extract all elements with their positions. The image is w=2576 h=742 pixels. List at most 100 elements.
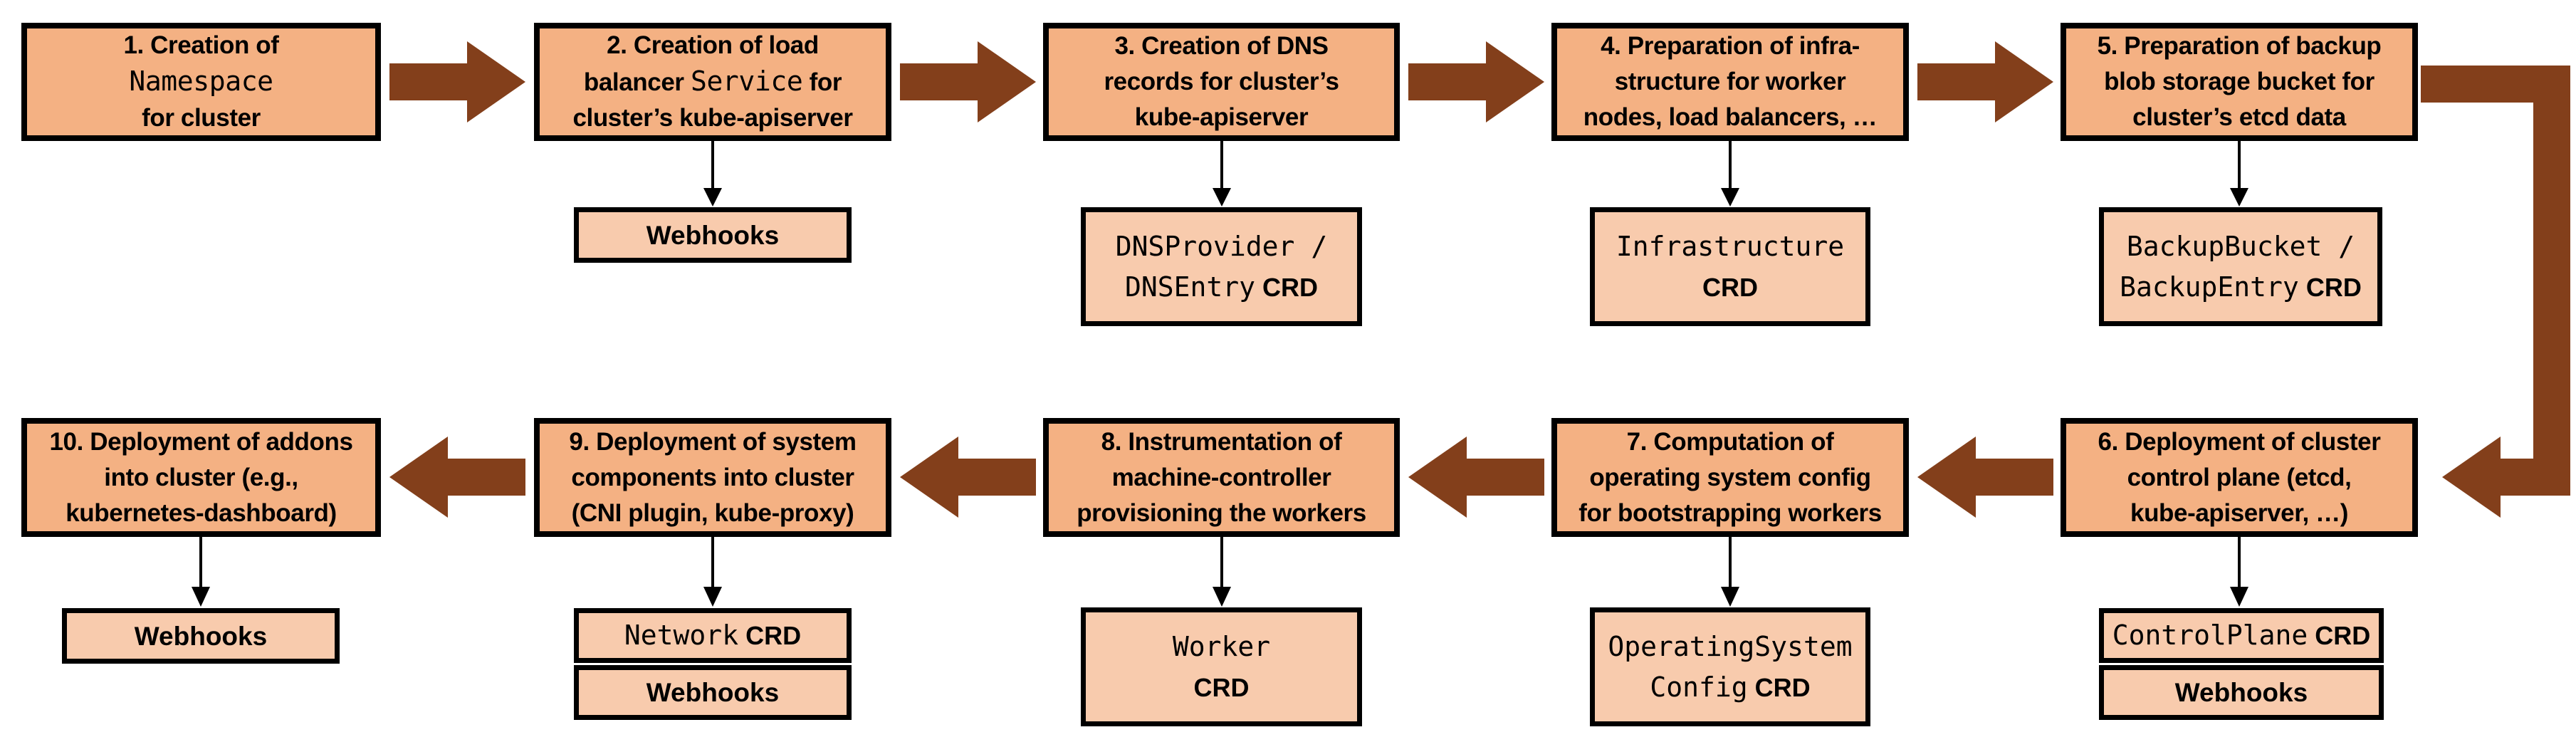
- label-text: 3. Creation of DNS: [1114, 32, 1329, 60]
- text-line: for cluster: [142, 100, 261, 136]
- label-text: for cluster: [142, 104, 261, 132]
- label-text: nodes, load balancers, …: [1583, 103, 1878, 131]
- text-line: for bootstrapping workers: [1578, 496, 1882, 531]
- text-line: machine-controller: [1112, 460, 1331, 496]
- text-line: 1. Creation of: [123, 28, 278, 63]
- label-text: control plane (etcd,: [2127, 463, 2352, 491]
- label-text: structure for worker: [1614, 68, 1846, 95]
- label-text: balancer: [583, 68, 691, 96]
- code-text: ControlPlane: [2112, 620, 2308, 651]
- label-text: records for cluster’s: [1104, 68, 1339, 95]
- label-text: 4. Preparation of infra-: [1601, 32, 1860, 60]
- text-line: kubernetes-dashboard): [66, 496, 337, 531]
- connector-step8-crd-head: [1213, 587, 1231, 607]
- step-5-box: 5. Preparation of backup blob storage buc…: [2061, 23, 2418, 141]
- flow-arrow-step4-step5: [1917, 41, 2053, 122]
- text-line: Webhooks: [135, 616, 267, 657]
- text-line: provisioning the workers: [1077, 496, 1366, 531]
- text-line: 4. Preparation of infra-: [1601, 28, 1860, 64]
- text-line: balancer Service for: [584, 63, 842, 100]
- code-text: Namespace: [129, 66, 273, 97]
- step-3-box: 3. Creation of DNS records for cluster’s k…: [1043, 23, 1400, 141]
- step-2-webhooks-box: Webhooks: [574, 207, 852, 263]
- text-line: CRD: [1194, 667, 1250, 708]
- label-text: blob storage bucket for: [2104, 68, 2375, 95]
- flow-arrow-step8-step9: [900, 437, 1036, 518]
- label-text: 2. Creation of load: [607, 31, 819, 59]
- label-text: into cluster (e.g.,: [104, 463, 298, 491]
- step-9-webhooks-box: Webhooks: [574, 665, 852, 720]
- step-5-crd-box: BackupBucket / BackupEntry CRD: [2099, 207, 2382, 326]
- code-text: Infrastructure: [1616, 230, 1845, 262]
- code-text: Config: [1650, 671, 1748, 703]
- label-text: cluster’s kube-apiserver: [572, 104, 853, 132]
- text-line: operating system config: [1589, 460, 1871, 496]
- connector-step4-crd-head: [1721, 188, 1739, 207]
- connector-step3-crd-head: [1213, 188, 1231, 207]
- step-4-box: 4. Preparation of infra-structure for wo…: [1551, 23, 1909, 141]
- label-text: 6. Deployment of cluster: [2098, 427, 2381, 456]
- code-text: DNSEntry: [1124, 271, 1256, 303]
- label-text: for bootstrapping workers: [1578, 498, 1882, 527]
- flow-arrow-step1-step2: [389, 41, 525, 122]
- crd-label: CRD: [2298, 272, 2362, 302]
- connector-step10-webhooks-head: [192, 587, 210, 607]
- label-text: operating system config: [1589, 463, 1871, 491]
- text-line: 6. Deployment of cluster: [2098, 424, 2381, 460]
- label-text: kube-apiserver: [1134, 103, 1309, 131]
- text-line: Infrastructure: [1616, 226, 1844, 267]
- connector-step5-crd-head: [2230, 188, 2248, 207]
- label-text: 8. Instrumentation of: [1101, 427, 1342, 456]
- text-line: cluster’s kube-apiserver: [572, 100, 853, 136]
- crd-label: CRD: [1255, 272, 1319, 302]
- flow-arrow-step5-step6-head: [2442, 437, 2501, 518]
- text-line: into cluster (e.g.,: [104, 460, 298, 496]
- connector-step7-crd-head: [1721, 587, 1739, 607]
- flow-arrow-step6-step7: [1917, 437, 2053, 518]
- code-text: BackupEntry: [2120, 271, 2299, 303]
- step-9-box: 9. Deployment of system components into c…: [534, 418, 891, 537]
- code-text: OperatingSystem: [1608, 630, 1853, 662]
- text-line: control plane (etcd,: [2127, 460, 2352, 496]
- flow-arrow-step9-step10: [389, 437, 525, 518]
- text-line: 5. Preparation of backup: [2098, 28, 2382, 64]
- text-line: kube-apiserver, …): [2130, 496, 2348, 531]
- step-3-crd-box: DNSProvider / DNSEntry CRD: [1081, 207, 1362, 326]
- code-text: Service: [690, 66, 803, 97]
- text-line: DNSProvider /: [1116, 226, 1327, 267]
- code-text: BackupBucket /: [2126, 230, 2355, 262]
- crd-label: CRD: [1747, 672, 1811, 702]
- text-line: 9. Deployment of system: [569, 424, 857, 460]
- text-line: blob storage bucket for: [2104, 64, 2375, 100]
- step-9-crd-box: Network CRD: [574, 608, 852, 663]
- text-line: 2. Creation of load: [607, 28, 819, 63]
- label-text: kubernetes-dashboard): [66, 498, 337, 527]
- crd-label: CRD: [2308, 621, 2371, 650]
- step-6-crd-box: ControlPlane CRD: [2099, 608, 2384, 663]
- label-text: Webhooks: [134, 621, 268, 651]
- code-text: Worker: [1172, 630, 1271, 662]
- text-line: (CNI plugin, kube-proxy): [572, 496, 854, 531]
- label-text: Webhooks: [646, 220, 780, 250]
- step-10-box: 10. Deployment of addons into cluster (e.…: [21, 418, 381, 537]
- label-text: components into cluster: [571, 463, 854, 491]
- code-text: DNSProvider /: [1115, 230, 1328, 262]
- text-line: BackupEntry CRD: [2120, 267, 2362, 308]
- text-line: Network CRD: [624, 615, 801, 656]
- text-line: DNSEntry CRD: [1125, 267, 1318, 308]
- connector-step2-webhooks-head: [703, 188, 722, 207]
- label-text: machine-controller: [1111, 463, 1331, 491]
- crd-label: CRD: [1193, 672, 1250, 702]
- label-text: 10. Deployment of addons: [49, 427, 353, 456]
- label-text: 9. Deployment of system: [569, 427, 857, 456]
- label-text: cluster’s etcd data: [2132, 103, 2346, 131]
- text-line: Webhooks: [646, 672, 779, 713]
- text-line: Config CRD: [1650, 667, 1810, 708]
- text-line: Namespace: [129, 63, 273, 100]
- flow-arrow-step3-step4: [1408, 41, 1544, 122]
- text-line: 8. Instrumentation of: [1101, 424, 1342, 460]
